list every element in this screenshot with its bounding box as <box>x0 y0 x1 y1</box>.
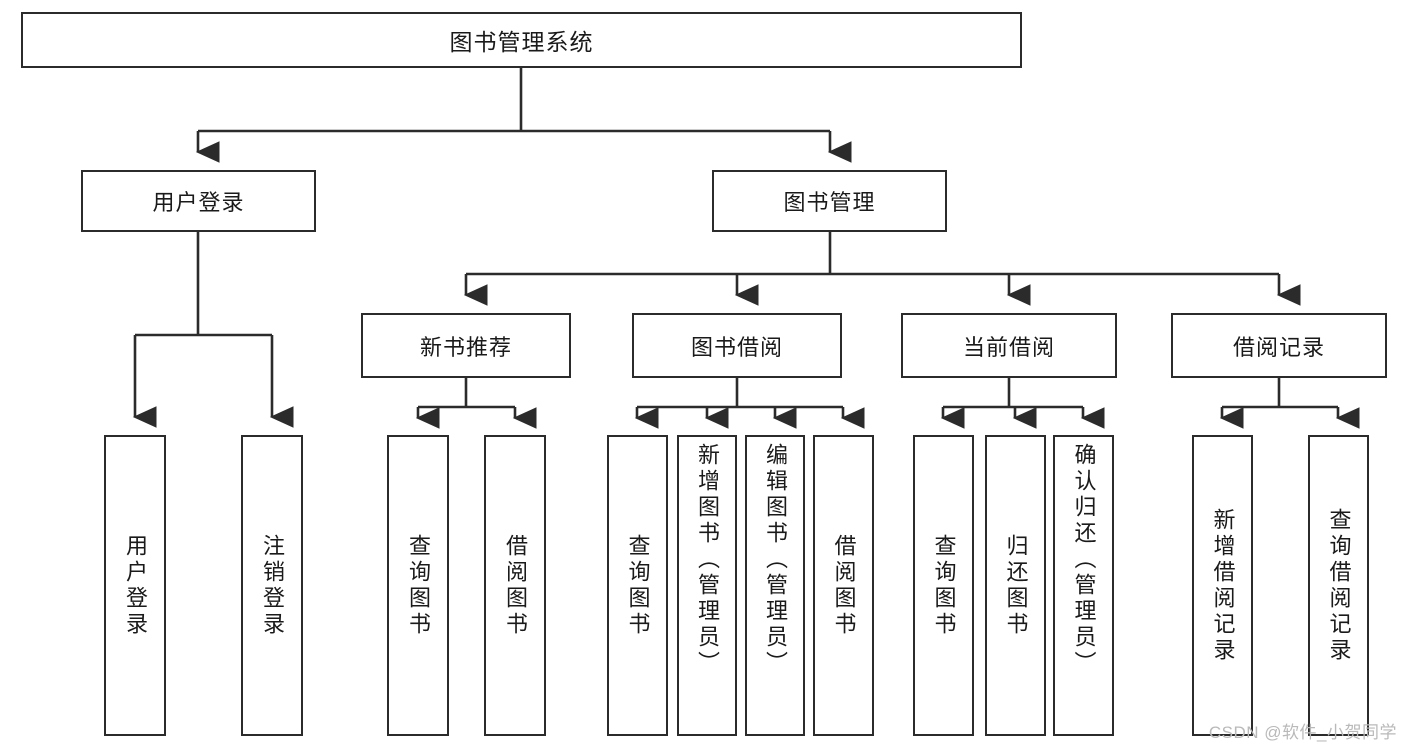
leaf-confirm-return-admin[interactable]: 确认归还（管理员） <box>1053 435 1114 736</box>
node-borrow-record-label: 借阅记录 <box>1232 334 1325 360</box>
node-book-borrow-label: 图书借阅 <box>690 334 783 360</box>
leaf-confirm-return-admin-label: 确认归还（管理员） <box>1071 443 1097 677</box>
leaf-add-borrow-record[interactable]: 新增借阅记录 <box>1192 435 1253 736</box>
leaf-user-login[interactable]: 用户登录 <box>104 435 166 736</box>
node-book-management-label: 图书管理 <box>783 190 876 215</box>
leaf-query-book-recommend-label: 查询图书 <box>406 533 431 638</box>
watermark: CSDN @软件_小贺同学 <box>1208 723 1397 742</box>
leaf-query-borrow-record[interactable]: 查询借阅记录 <box>1308 435 1369 736</box>
node-new-book-recommend[interactable]: 新书推荐 <box>361 313 571 378</box>
node-book-borrow[interactable]: 图书借阅 <box>632 313 842 378</box>
leaf-borrow-book-label: 借阅图书 <box>831 533 857 638</box>
leaf-edit-book-admin-label: 编辑图书（管理员） <box>763 443 788 677</box>
leaf-query-book-borrow[interactable]: 查询图书 <box>607 435 668 736</box>
leaf-query-borrow-record-label: 查询借阅记录 <box>1326 507 1352 664</box>
leaf-return-book[interactable]: 归还图书 <box>985 435 1046 736</box>
leaf-logout[interactable]: 注销登录 <box>241 435 303 736</box>
leaf-borrow-book[interactable]: 借阅图书 <box>813 435 874 736</box>
leaf-user-login-label: 用户登录 <box>123 533 148 638</box>
node-root[interactable]: 图书管理系统 <box>21 12 1022 68</box>
leaf-query-book-current[interactable]: 查询图书 <box>913 435 974 736</box>
leaf-add-book-admin[interactable]: 新增图书（管理员） <box>677 435 737 736</box>
leaf-query-book-current-label: 查询图书 <box>931 533 957 638</box>
leaf-borrow-book-recommend-label: 借阅图书 <box>503 533 528 638</box>
leaf-edit-book-admin[interactable]: 编辑图书（管理员） <box>745 435 805 736</box>
node-new-book-recommend-label: 新书推荐 <box>419 334 512 360</box>
node-book-management[interactable]: 图书管理 <box>712 170 947 232</box>
leaf-add-book-admin-label: 新增图书（管理员） <box>695 443 720 677</box>
node-borrow-record[interactable]: 借阅记录 <box>1171 313 1387 378</box>
node-current-borrow[interactable]: 当前借阅 <box>901 313 1117 378</box>
leaf-logout-label: 注销登录 <box>260 533 285 638</box>
leaf-query-book-recommend[interactable]: 查询图书 <box>387 435 449 736</box>
node-root-label: 图书管理系统 <box>449 29 594 55</box>
leaf-add-borrow-record-label: 新增借阅记录 <box>1210 507 1236 664</box>
leaf-borrow-book-recommend[interactable]: 借阅图书 <box>484 435 546 736</box>
node-current-borrow-label: 当前借阅 <box>962 334 1055 360</box>
leaf-query-book-borrow-label: 查询图书 <box>625 533 651 638</box>
node-user-login[interactable]: 用户登录 <box>81 170 316 232</box>
node-user-login-label: 用户登录 <box>152 190 245 215</box>
leaf-return-book-label: 归还图书 <box>1003 533 1029 638</box>
